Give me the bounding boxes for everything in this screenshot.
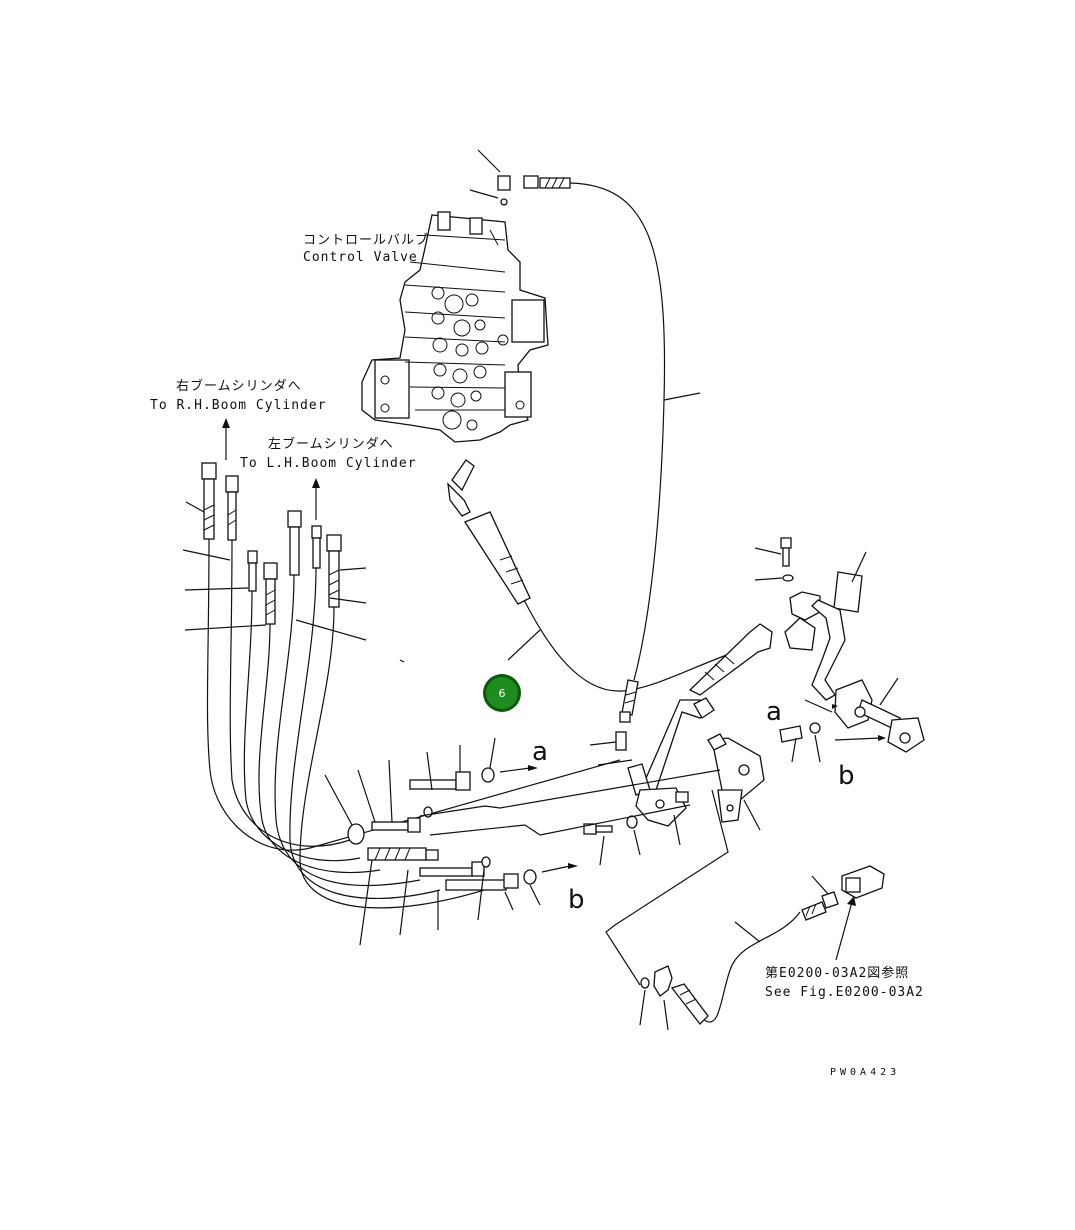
callout-number: 6 [499,687,506,700]
center-fittings [589,679,639,751]
callout-circle [486,677,518,709]
lh-boom-label-jp: 左ブームシリンダへ [268,436,394,452]
callout-marker[interactable]: 6 [483,674,521,712]
control-valve [361,211,549,443]
control-valve-label-jp: コントロールバルブ [303,232,429,248]
rh-boom-label-jp: 右ブームシリンダへ [176,378,302,394]
long-return-hose [569,182,666,681]
marker-a-lower: a [532,737,548,767]
upper-right-assembly [688,537,925,763]
see-fig-label-en: See Fig.E0200-03A2 [765,985,924,1000]
marker-b-lower: b [568,885,585,915]
lh-boom-label-en: To L.H.Boom Cylinder [240,456,417,471]
lower-fittings [324,737,721,946]
lower-manifold [583,697,765,866]
drawing-code: PW0A423 [830,1067,900,1078]
see-fig-label-jp: 第E0200-03A2図参照 [765,965,909,981]
rh-boom-label-en: To R.H.Boom Cylinder [150,398,327,413]
top-fittings [497,175,571,206]
marker-b-upper: b [838,761,855,791]
control-valve-label-en: Control Valve [303,250,418,265]
marker-a-upper: a [766,697,782,727]
lower-right-hose [605,789,885,1031]
left-hose-bundle [182,418,621,909]
valve-outlet-hose [447,459,741,692]
